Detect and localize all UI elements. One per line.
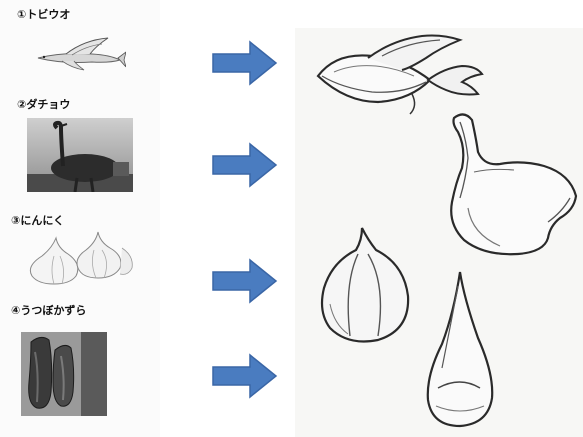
garlic-sketch — [316, 224, 416, 346]
label-ostrich: ②ダチョウ — [17, 96, 70, 112]
garlic-photo — [24, 226, 136, 286]
arrow-right-icon — [212, 142, 278, 188]
flying-fish-photo — [32, 34, 126, 74]
arrow-right-icon — [212, 258, 278, 304]
arrow-right-icon — [212, 40, 278, 86]
flying-fish-sketch — [312, 30, 484, 116]
pitcher-plant-sketch — [420, 268, 498, 430]
ostrich-sketch — [444, 108, 580, 258]
label-flying-fish: ①トビウオ — [17, 6, 70, 22]
ostrich-photo — [27, 118, 133, 192]
arrow-right-icon — [212, 353, 278, 399]
label-pitcher-plant: ④うつぼかずら — [11, 302, 86, 318]
pitcher-plant-photo — [21, 332, 107, 416]
